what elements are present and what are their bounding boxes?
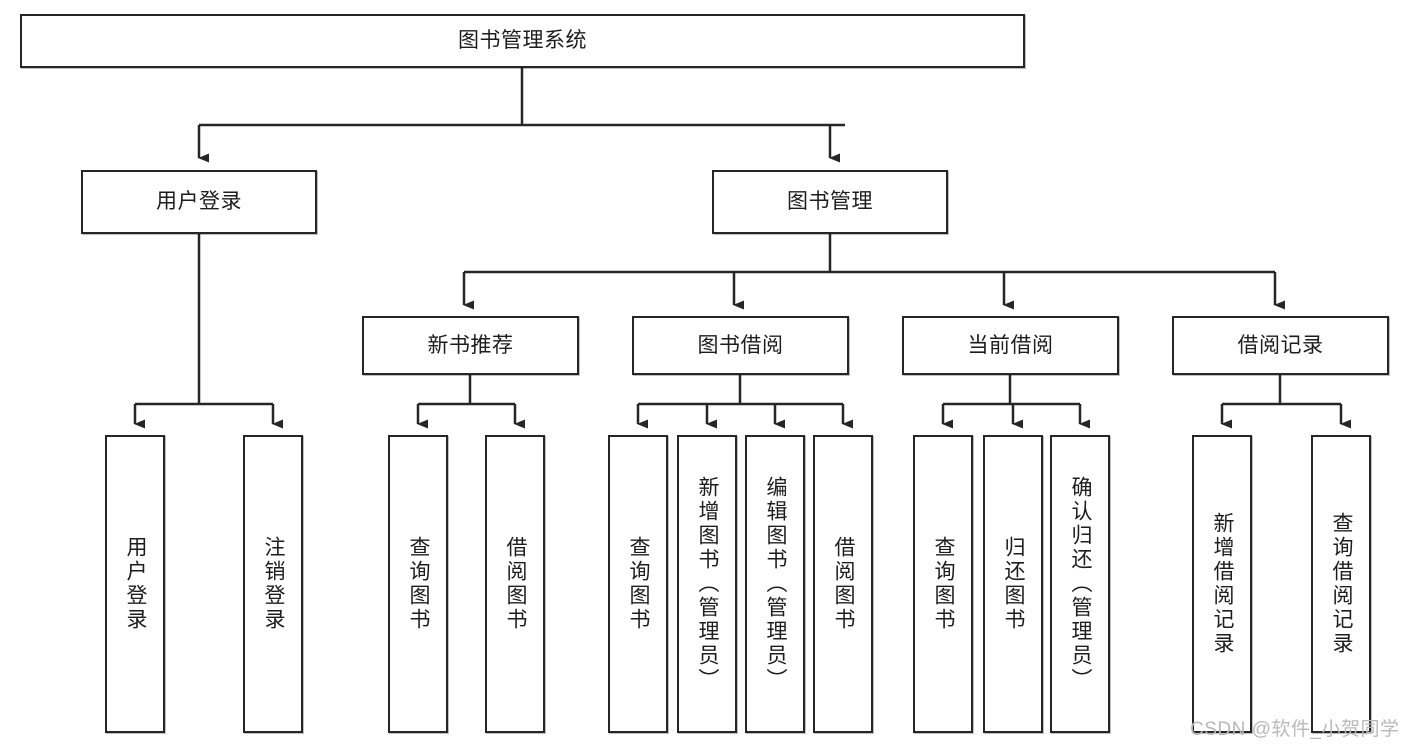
node-label-leaf-user-logout: 注销登录 — [262, 536, 286, 632]
node-leaf-user-logout[interactable]: 注销登录 — [243, 435, 303, 733]
node-book-management[interactable]: 图书管理 — [712, 170, 948, 234]
node-leaf-query-book-current[interactable]: 查询图书 — [913, 435, 973, 733]
node-leaf-query-borrow-record[interactable]: 查询借阅记录 — [1311, 435, 1371, 733]
node-leaf-add-borrow-record[interactable]: 新增借阅记录 — [1192, 435, 1252, 733]
node-label-borrow-record: 借阅记录 — [1237, 333, 1324, 357]
connectors — [133, 68, 1351, 429]
node-label-leaf-query-book-borrow: 查询图书 — [627, 536, 651, 632]
node-leaf-confirm-return-admin[interactable]: 确认归还（管理员） — [1050, 435, 1110, 733]
node-label-leaf-add-borrow-record: 新增借阅记录 — [1211, 512, 1235, 656]
node-new-book-recommend[interactable]: 新书推荐 — [362, 316, 579, 375]
node-leaf-return-book[interactable]: 归还图书 — [983, 435, 1043, 733]
node-label-leaf-edit-book-admin: 编辑图书（管理员） — [764, 476, 788, 692]
node-label-current-borrow: 当前借阅 — [967, 333, 1054, 357]
node-leaf-edit-book-admin[interactable]: 编辑图书（管理员） — [745, 435, 805, 733]
node-leaf-query-book-borrow[interactable]: 查询图书 — [608, 435, 668, 733]
node-borrow-record[interactable]: 借阅记录 — [1172, 316, 1389, 375]
node-label-user-login: 用户登录 — [156, 190, 242, 214]
node-leaf-add-book-admin[interactable]: 新增图书（管理员） — [677, 435, 737, 733]
node-label-leaf-query-book-current: 查询图书 — [932, 536, 956, 632]
node-leaf-query-book-rec[interactable]: 查询图书 — [388, 435, 448, 733]
node-label-leaf-query-borrow-record: 查询借阅记录 — [1330, 512, 1354, 656]
node-label-leaf-return-book: 归还图书 — [1002, 536, 1026, 632]
node-label-book-borrow: 图书借阅 — [697, 333, 784, 357]
node-label-leaf-user-login: 用户登录 — [124, 536, 148, 632]
node-label-leaf-add-book-admin: 新增图书（管理员） — [696, 476, 720, 692]
csdn-watermark: CSDN @软件_小贺同学 — [1190, 719, 1400, 740]
node-label-leaf-confirm-return-admin: 确认归还（管理员） — [1069, 476, 1093, 692]
node-root-system[interactable]: 图书管理系统 — [20, 14, 1025, 68]
node-label-leaf-query-book-rec: 查询图书 — [407, 536, 431, 632]
node-label-root-system: 图书管理系统 — [458, 29, 587, 53]
node-label-book-management: 图书管理 — [787, 190, 873, 214]
node-label-leaf-borrow-book: 借阅图书 — [832, 536, 856, 632]
node-leaf-user-login[interactable]: 用户登录 — [105, 435, 165, 733]
node-leaf-borrow-book-rec[interactable]: 借阅图书 — [485, 435, 545, 733]
node-book-borrow[interactable]: 图书借阅 — [632, 316, 849, 375]
node-label-leaf-borrow-book-rec: 借阅图书 — [504, 536, 528, 632]
node-user-login[interactable]: 用户登录 — [81, 170, 317, 234]
node-leaf-borrow-book[interactable]: 借阅图书 — [813, 435, 873, 733]
node-label-new-book-recommend: 新书推荐 — [427, 333, 514, 357]
node-current-borrow[interactable]: 当前借阅 — [902, 316, 1119, 375]
